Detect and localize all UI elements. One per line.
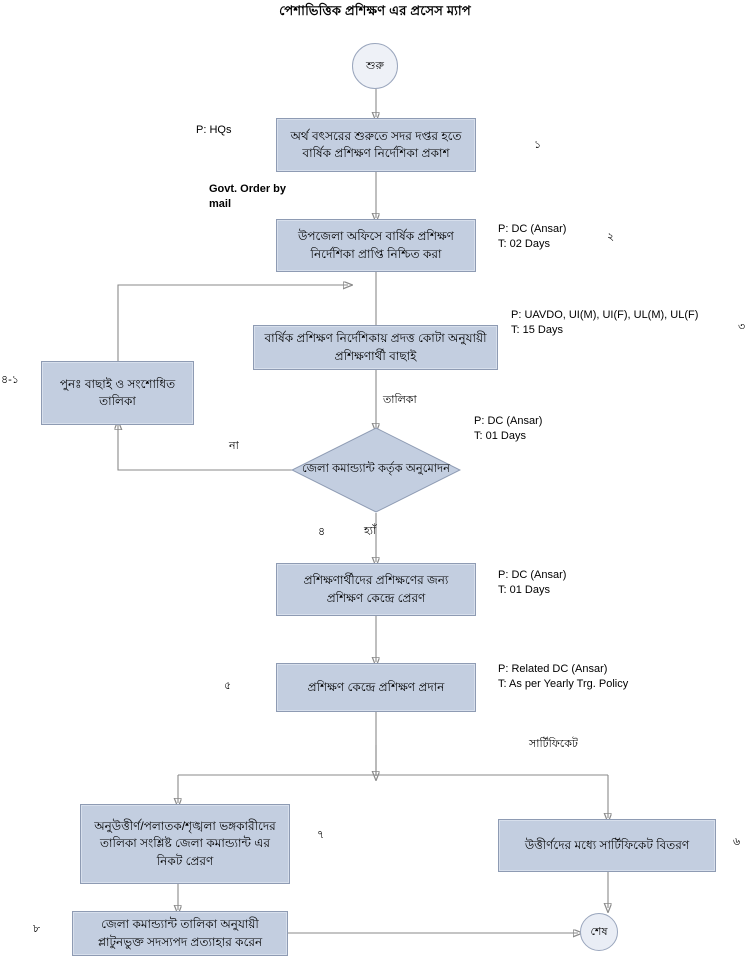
annotation-govt-order: Govt. Order by mail [209,183,287,211]
node-step-2[interactable]: উপজেলা অফিসে বার্ষিক প্রশিক্ষণ নির্দেশিক… [276,219,476,272]
node-step-6[interactable]: প্রশিক্ষণ কেন্দ্রে প্রশিক্ষণ প্রদান [276,663,476,712]
node-step-9-label: জেলা কমান্ড্যান্ট তালিকা অনুযায়ী প্লাটু… [97,917,263,949]
node-step-3[interactable]: বার্ষিক প্রশিক্ষণ নির্দেশিকায় প্রদত্ত ক… [253,325,498,370]
annotation-dc-ansar-1day-approval: P: DC (Ansar) T: 01 Days [474,415,543,443]
node-step-4-decision[interactable]: জেলা কমান্ড্যান্ট কর্তৃক অনুমোদন [291,427,461,513]
node-step-3-label: বার্ষিক প্রশিক্ষণ নির্দেশিকায় প্রদত্ত ক… [264,331,487,363]
step-number-4-1: ৪-১ [1,374,19,386]
node-end-label: শেষ [590,925,608,938]
annotation-dc-ansar-1day-send: P: DC (Ansar) T: 01 Days [498,569,567,597]
edge-label-na: না [229,440,239,452]
node-step-8-label: উত্তীর্ণদের মধ্যে সার্টিফিকেট বিতরণ [524,837,690,852]
annotation-hqs: P: HQs [196,124,232,136]
node-start[interactable]: শুরু [352,43,398,89]
node-step-4-1-label: পুনঃ বাছাই ও সংশোধিত তালিকা [59,376,176,408]
annotation-related-dc-yearly-policy: P: Related DC (Ansar) T: As per Yearly T… [498,663,629,691]
page-title: পেশাভিত্তিক প্রশিক্ষণ এর প্রসেস ম্যাপ [279,3,471,18]
node-step-2-label: উপজেলা অফিসে বার্ষিক প্রশিক্ষণ নির্দেশিক… [298,229,454,261]
node-step-1-label: অর্থ বৎসরের শুরুতে সদর দপ্তর হতে বার্ষিক… [290,128,462,160]
node-step-8[interactable]: উত্তীর্ণদের মধ্যে সার্টিফিকেট বিতরণ [498,819,716,872]
edge-label-certificate: সার্টিফিকেট [529,738,578,750]
step-number-7: ৭ [317,829,325,841]
decision-shape [291,427,461,513]
step-number-8: ৮ [33,923,41,935]
step-number-2: ২ [607,231,615,243]
annotation-uavdo-15days: P: UAVDO, UI(M), UI(F), UL(M), UL(F) T: … [511,309,699,337]
node-step-5[interactable]: প্রশিক্ষণার্থীদের প্রশিক্ষণের জন্য প্রশি… [276,563,476,616]
step-number-5: ৫ [224,680,232,692]
edge-label-hya: হ্যাঁ [364,525,377,537]
node-step-7[interactable]: অনুউত্তীর্ণ/পলাতক/শৃঙ্খলা ভঙ্গকারীদের তা… [80,804,290,884]
annotation-dc-ansar-2days: P: DC (Ansar) T: 02 Days [498,223,567,251]
node-step-4-1[interactable]: পুনঃ বাছাই ও সংশোধিত তালিকা [41,361,194,425]
step-number-4: ৪ [318,526,326,538]
node-start-label: শুরু [366,59,384,72]
node-step-1[interactable]: অর্থ বৎসরের শুরুতে সদর দপ্তর হতে বার্ষিক… [276,118,476,172]
node-step-9[interactable]: জেলা কমান্ড্যান্ট তালিকা অনুযায়ী প্লাটু… [72,911,288,956]
node-step-5-label: প্রশিক্ষণার্থীদের প্রশিক্ষণের জন্য প্রশি… [303,573,449,605]
node-step-7-label: অনুউত্তীর্ণ/পলাতক/শৃঙ্খলা ভঙ্গকারীদের তা… [94,818,276,868]
step-number-3: ৩ [738,321,746,333]
node-step-6-label: প্রশিক্ষণ কেন্দ্রে প্রশিক্ষণ প্রদান [307,679,445,694]
node-end[interactable]: শেষ [580,913,618,951]
step-number-1: ১ [534,139,542,151]
step-number-6: ৬ [733,836,741,848]
edge-label-talika: তালিকা [383,394,417,406]
